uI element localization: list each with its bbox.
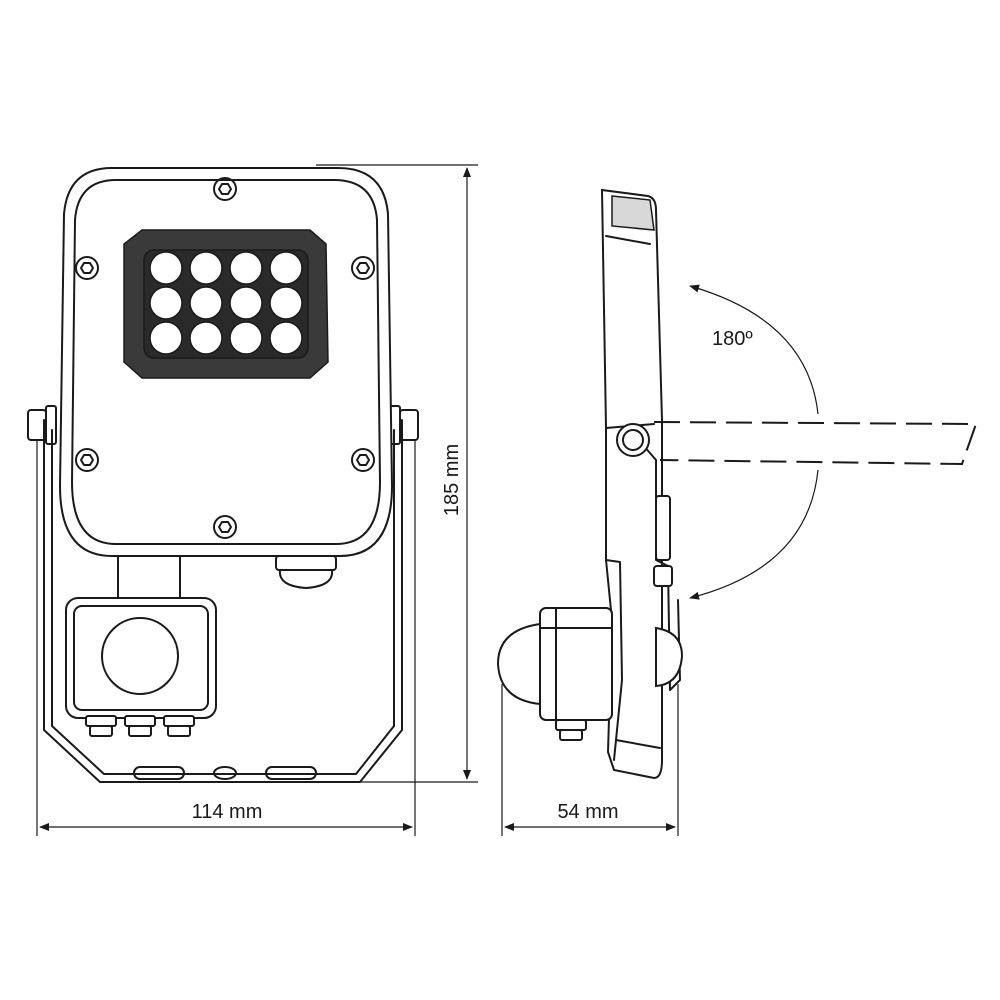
led-12 <box>269 321 303 355</box>
side-sensor-connector <box>555 719 587 741</box>
led-11 <box>229 321 263 355</box>
screw-upper-left <box>75 256 99 280</box>
bracket-hole <box>213 766 237 780</box>
side-lens-edge <box>611 195 655 231</box>
led-8 <box>269 286 303 320</box>
led-2 <box>189 251 223 285</box>
led-10 <box>189 321 223 355</box>
mounting-bracket <box>43 419 403 783</box>
width-dimension: 114 mm <box>36 440 416 836</box>
screw-lower-right <box>351 448 375 472</box>
rotation-indicator: 180º <box>689 284 819 600</box>
sensor-connector-2 <box>124 715 156 737</box>
led-module-window <box>143 249 309 359</box>
front-view <box>27 167 419 783</box>
bracket-slot-left <box>133 766 185 780</box>
led-1 <box>149 251 183 285</box>
width-dimension-label: 114 mm <box>192 801 263 823</box>
screw-top <box>213 177 237 201</box>
led-3 <box>229 251 263 285</box>
rotation-label: 180º <box>712 328 753 350</box>
rotation-arc-lower <box>689 469 819 600</box>
luminaire-body-inner <box>71 179 381 545</box>
side-rear-mount <box>655 626 684 688</box>
side-rotated-position <box>653 421 978 466</box>
screw-upper-right <box>351 256 375 280</box>
sensor-neck <box>117 555 181 601</box>
led-4 <box>269 251 303 285</box>
sensor-connector-1 <box>85 715 117 737</box>
led-9 <box>149 321 183 355</box>
side-view <box>496 188 978 780</box>
sensor-connector-3 <box>163 715 195 737</box>
pir-sensor-lens <box>101 617 179 695</box>
led-5 <box>149 286 183 320</box>
screw-bottom <box>213 515 237 539</box>
depth-dimension: 54 mm <box>501 684 679 836</box>
cable-gland-body <box>275 555 337 590</box>
height-dimension-label: 185 mm <box>441 444 463 516</box>
depth-dimension-label: 54 mm <box>557 801 618 823</box>
led-grid <box>149 251 303 355</box>
bracket-slot-right <box>265 766 317 780</box>
side-body-profile <box>600 188 663 780</box>
rotation-arc-upper <box>689 284 819 415</box>
screw-lower-left <box>75 448 99 472</box>
led-7 <box>229 286 263 320</box>
side-pivot-knob <box>616 423 650 457</box>
led-6 <box>189 286 223 320</box>
height-dimension: 185 mm <box>316 164 478 783</box>
side-sensor-dome <box>496 622 541 706</box>
side-sensor-housing <box>539 607 613 721</box>
